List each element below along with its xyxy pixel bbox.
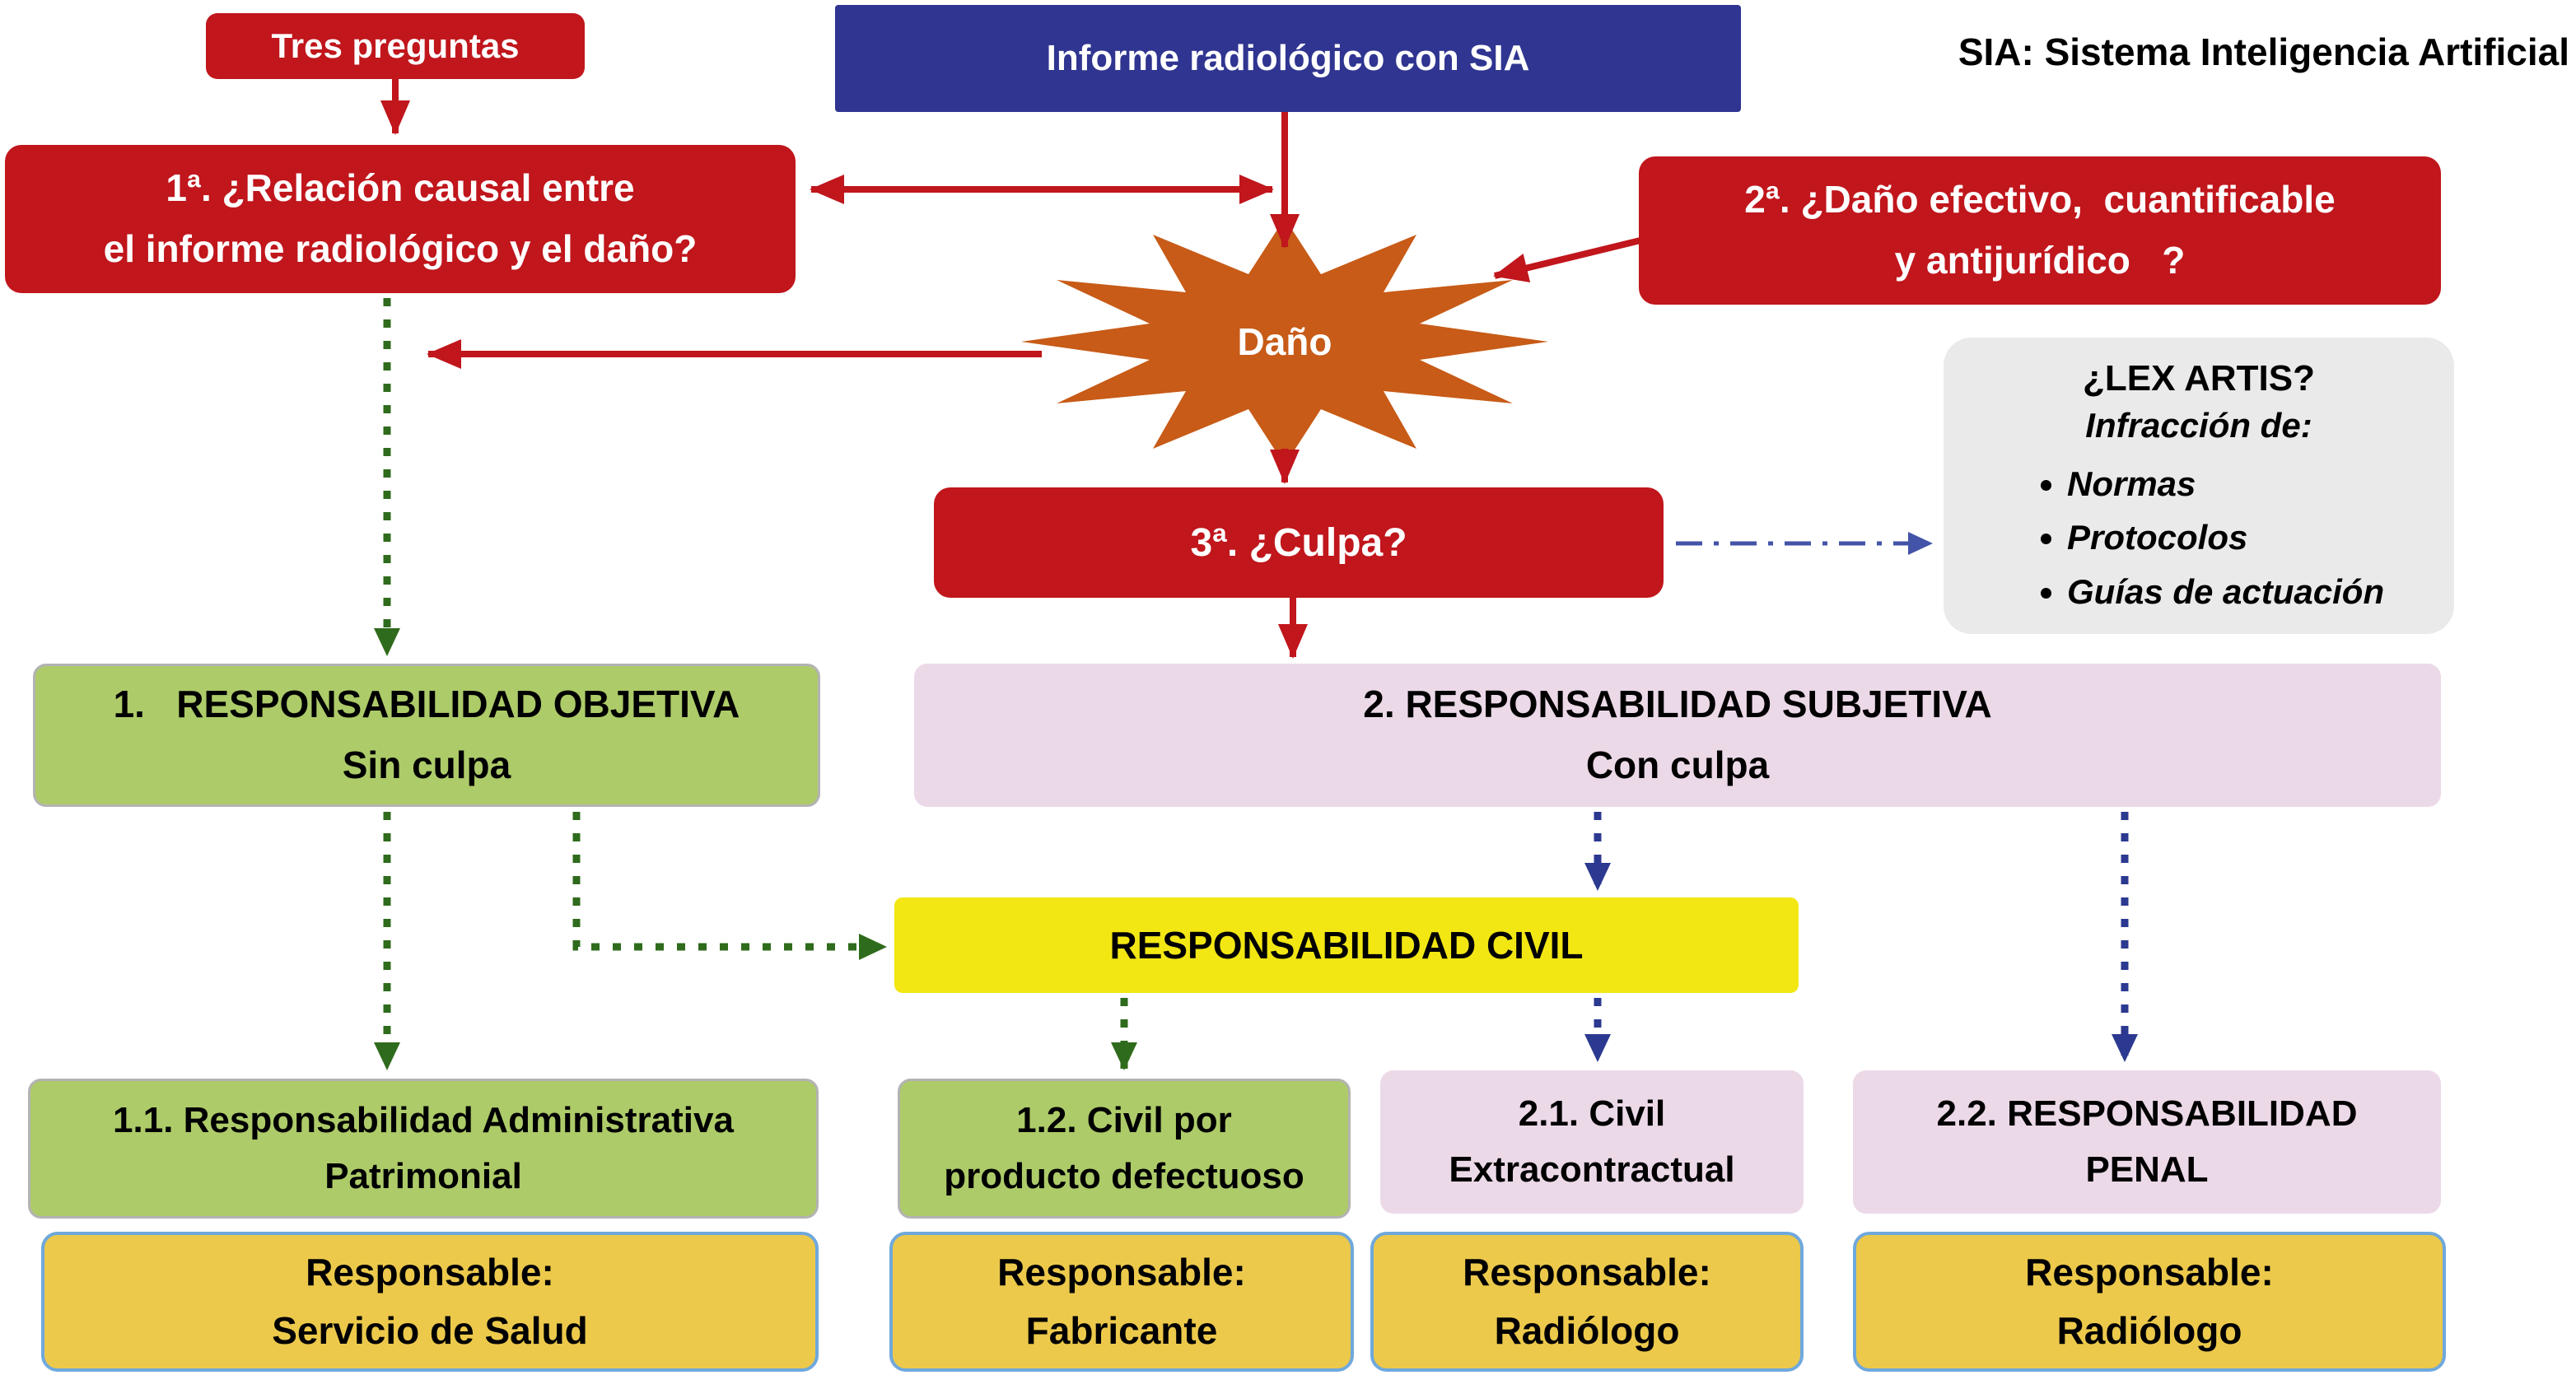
responsable-value: Fabricante <box>1025 1309 1218 1352</box>
box-responsabilidad-objetiva: 1. RESPONSABILIDAD OBJETIVA Sin culpa <box>33 664 820 807</box>
box-question-2: 2ª. ¿Daño efectivo, cuantificable y anti… <box>1639 156 2441 305</box>
sia-legend: SIA: Sistema Inteligencia Artificial <box>1958 30 2569 73</box>
question-1-line-1: 1ª. ¿Relación causal entre <box>166 166 635 210</box>
lex-artis-item: Guías de actuación <box>2067 565 2429 618</box>
lex-artis-subtitle: Infracción de: <box>2085 406 2312 445</box>
question-2-line-1: 2ª. ¿Daño efectivo, cuantificable <box>1744 178 2336 221</box>
tres-preguntas-label: Tres preguntas <box>271 26 520 65</box>
lex-artis-list: Normas Protocolos Guías de actuación <box>2067 457 2429 618</box>
objetiva-line-1: 1. RESPONSABILIDAD OBJETIVA <box>113 683 740 726</box>
box-responsable-fabricante: Responsable: Fabricante <box>889 1232 1354 1372</box>
arrow-q2-to-dano <box>1493 235 1648 283</box>
box-lex-artis: ¿LEX ARTIS? Infracción de: Normas Protoc… <box>1944 338 2454 634</box>
responsable-title: Responsable: <box>306 1250 554 1293</box>
box-question-1: 1ª. ¿Relación causal entre el informe ra… <box>5 145 796 293</box>
box-responsabilidad-civil: RESPONSABILIDAD CIVIL <box>894 897 1799 993</box>
lex-artis-item-label: Normas <box>2067 464 2196 504</box>
civil-label: RESPONSABILIDAD CIVIL <box>1109 924 1584 967</box>
box-question-3: 3ª. ¿Culpa? <box>934 487 1664 598</box>
objetiva-line-2: Sin culpa <box>342 743 511 786</box>
admin-line-1: 1.1. Responsabilidad Administrativa <box>113 1099 734 1140</box>
box-tres-preguntas: Tres preguntas <box>206 13 585 79</box>
subjetiva-line-1: 2. RESPONSABILIDAD SUBJETIVA <box>1363 683 1992 726</box>
producto-line-1: 1.2. Civil por <box>1016 1099 1232 1140</box>
box-responsabilidad-administrativa: 1.1. Responsabilidad Administrativa Patr… <box>28 1079 819 1219</box>
box-responsabilidad-penal: 2.2. RESPONSABILIDAD PENAL <box>1853 1070 2441 1214</box>
question-3-label: 3ª. ¿Culpa? <box>1190 520 1407 565</box>
lex-artis-title: ¿LEX ARTIS? <box>2083 358 2315 399</box>
box-responsable-servicio-salud: Responsable: Servicio de Salud <box>41 1232 819 1372</box>
lex-artis-content: ¿LEX ARTIS? Infracción de: Normas Protoc… <box>1944 337 2454 634</box>
informe-label: Informe radiológico con SIA <box>1046 38 1530 78</box>
box-responsabilidad-subjetiva: 2. RESPONSABILIDAD SUBJETIVA Con culpa <box>914 664 2441 807</box>
penal-line-1: 2.2. RESPONSABILIDAD <box>1936 1093 2358 1134</box>
responsable-value: Radiólogo <box>2056 1309 2242 1352</box>
extracontractual-line-1: 2.1. Civil <box>1518 1093 1666 1134</box>
extracontractual-line-2: Extracontractual <box>1449 1149 1735 1190</box>
lex-artis-item-label: Protocolos <box>2067 518 2248 557</box>
lex-artis-item: Protocolos <box>2067 510 2429 564</box>
responsable-value: Radiólogo <box>1494 1309 1680 1352</box>
question-1-line-2: el informe radiológico y el daño? <box>103 227 698 270</box>
responsable-value: Servicio de Salud <box>272 1309 588 1352</box>
box-civil-extracontractual: 2.1. Civil Extracontractual <box>1380 1070 1804 1214</box>
lex-artis-item: Normas <box>2067 457 2429 510</box>
responsable-title: Responsable: <box>1463 1250 1711 1293</box>
box-civil-producto-defectuoso: 1.2. Civil por producto defectuoso <box>898 1079 1351 1219</box>
subjetiva-line-2: Con culpa <box>1585 743 1770 786</box>
damage-starburst-icon <box>1021 218 1548 465</box>
dano-label: Daño <box>1237 320 1332 363</box>
admin-line-2: Patrimonial <box>324 1156 522 1196</box>
arrow-objetiva-to-civil <box>572 812 887 960</box>
box-responsable-radiologo-civil: Responsable: Radiólogo <box>1370 1232 1804 1372</box>
question-2-line-2: y antijurídico ? <box>1894 239 2186 282</box>
responsable-title: Responsable: <box>997 1250 1246 1293</box>
penal-line-2: PENAL <box>2085 1149 2209 1190</box>
lex-artis-item-label: Guías de actuación <box>2067 571 2385 611</box>
responsable-title: Responsable: <box>2025 1250 2274 1293</box>
box-responsable-radiologo-penal: Responsable: Radiólogo <box>1853 1232 2446 1372</box>
box-informe-radiologico: Informe radiológico con SIA <box>835 5 1741 112</box>
producto-line-2: producto defectuoso <box>944 1156 1304 1196</box>
